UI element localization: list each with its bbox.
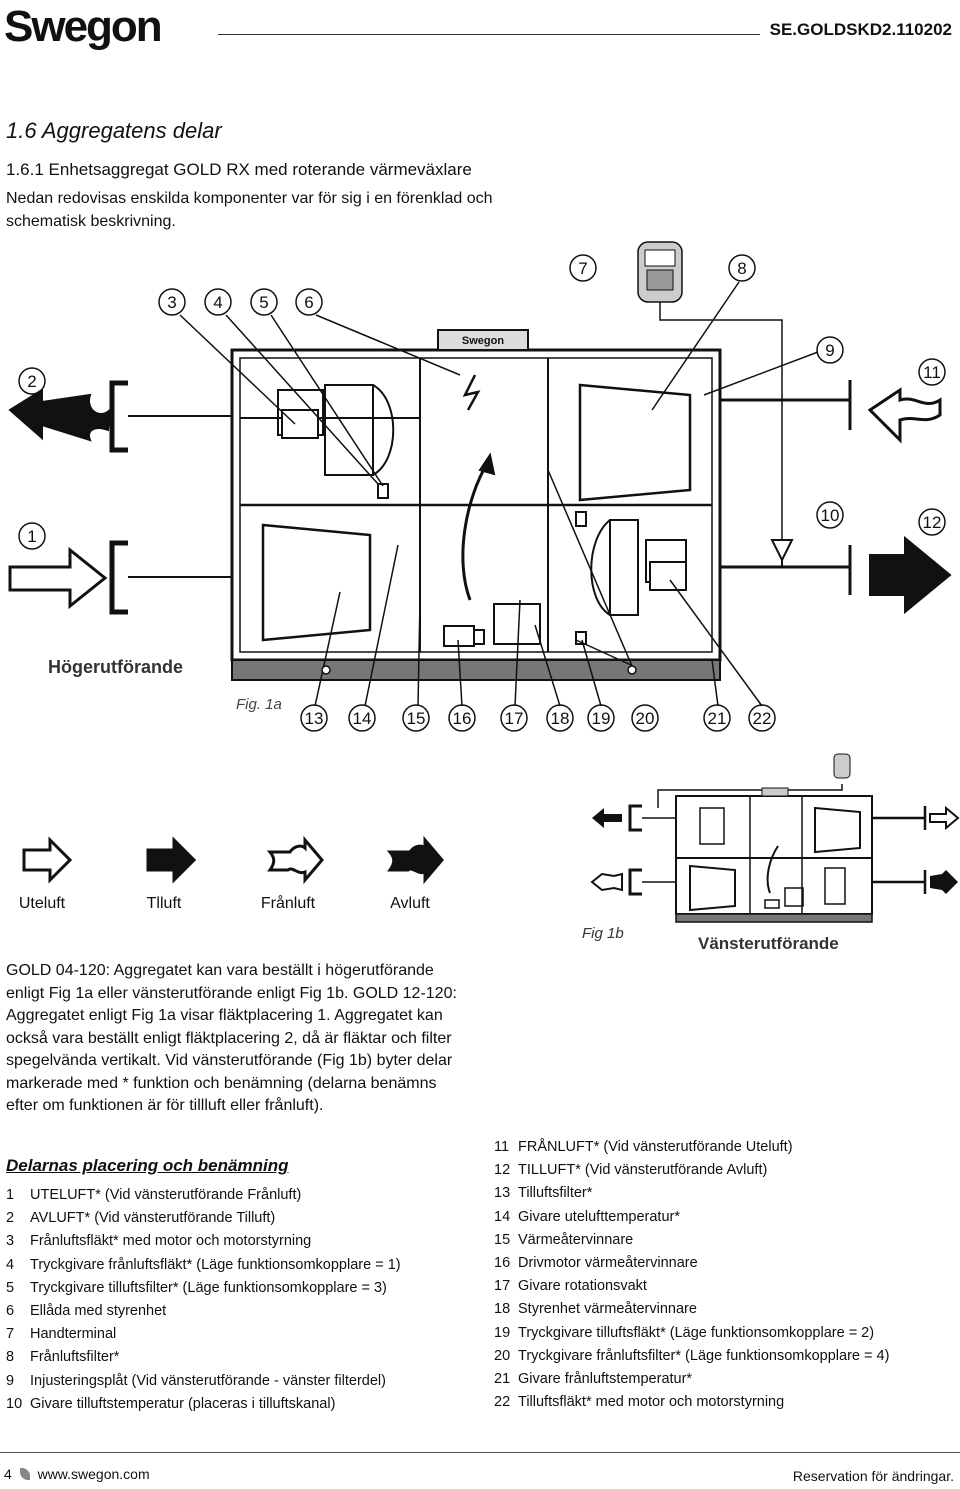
legend-avluft: Avluft: [390, 895, 430, 912]
franluft-icon: [266, 835, 324, 885]
callout-17: 17: [505, 709, 524, 728]
footer-note: Reservation för ändringar.: [792, 1468, 954, 1484]
air-legend: Uteluft Tlluft Frånluft Avluft: [19, 835, 444, 912]
callout-3: 3: [167, 293, 176, 312]
small-exhaust-arrow-icon: [930, 870, 958, 894]
description-paragraph: GOLD 04-120: Aggregatet kan vara beställ…: [6, 962, 457, 1114]
callout-4: 4: [213, 293, 222, 312]
avluft-icon: [386, 835, 444, 885]
callout-2: 2: [27, 372, 36, 391]
unit-logo-plate: Swegon: [462, 335, 504, 347]
supply-air-arrow-icon: [869, 535, 952, 615]
unit-diagram-fig1a: 3 4 5 6 7 8 9 11 2 1 10 12 13 14 15 16 1…: [8, 241, 952, 732]
leaf-icon: [19, 1468, 30, 1480]
callout-9: 9: [825, 341, 834, 360]
figure-1b-caption: Fig 1b: [582, 925, 624, 942]
exhaust-arrow-icon: [8, 388, 112, 442]
tilluft-icon: [146, 836, 197, 884]
callout-16: 16: [453, 709, 472, 728]
document-id: SE.GOLDSKD2.110202: [769, 20, 952, 39]
intro-text: Nedan redovisas enskilda komponenter var…: [6, 190, 493, 230]
callout-14: 14: [353, 709, 372, 728]
section-subtitle: 1.6.1 Enhetsaggregat GOLD RX med roteran…: [6, 160, 472, 179]
page-number: 4: [4, 1466, 12, 1482]
callout-10: 10: [821, 506, 840, 525]
extract-air-arrow-icon: [867, 387, 942, 444]
callout-21: 21: [708, 709, 727, 728]
uteluft-icon: [22, 836, 73, 884]
callout-8: 8: [737, 259, 746, 278]
callout-12: 12: [923, 513, 942, 532]
callout-6: 6: [304, 293, 313, 312]
section-title: 1.6 Aggregatens delar: [6, 118, 222, 143]
figure-1a-caption: Fig. 1a: [236, 696, 282, 713]
parts-list-title: Delarnas placering och benämning: [6, 1156, 289, 1175]
outdoor-air-arrow-icon: [8, 546, 108, 610]
callout-13: 13: [305, 709, 324, 728]
small-supply-arrow-icon: [592, 808, 622, 828]
small-outdoor-arrow-icon: [929, 805, 960, 831]
header-rule: [218, 34, 760, 35]
unit-diagram-fig1b: Fig 1b Vänsterutförande: [582, 753, 960, 953]
orientation-right-label: Högerutförande: [48, 657, 183, 677]
legend-franluft: Frånluft: [261, 894, 316, 912]
footer-rule: [0, 1452, 960, 1453]
callout-18: 18: [551, 709, 570, 728]
footer-url-link[interactable]: www.swegon.com: [37, 1466, 150, 1482]
callout-22: 22: [753, 709, 772, 728]
legend-uteluft: Uteluft: [19, 895, 66, 912]
callout-7: 7: [578, 259, 587, 278]
callout-15: 15: [407, 709, 426, 728]
swegon-logo: Swegon: [4, 2, 163, 51]
callout-1: 1: [27, 527, 36, 546]
hand-terminal-small-icon: [833, 753, 851, 779]
footer-left: 4 www.swegon.com: [4, 1466, 150, 1482]
small-extract-arrow-icon: [590, 872, 623, 892]
callout-11: 11: [923, 363, 941, 382]
orientation-left-label: Vänsterutförande: [698, 934, 839, 953]
callout-20: 20: [636, 709, 655, 728]
hand-terminal-icon: [637, 241, 683, 303]
callout-19: 19: [592, 709, 611, 728]
legend-tilluft: Tlluft: [147, 895, 182, 912]
callout-5: 5: [259, 293, 268, 312]
